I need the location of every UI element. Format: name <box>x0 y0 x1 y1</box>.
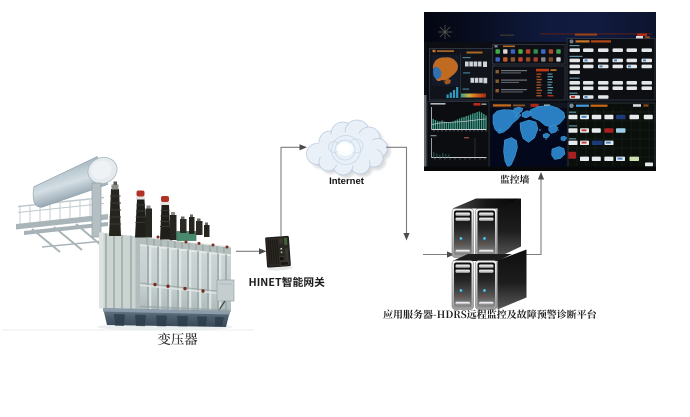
svg-text:Internet: Internet <box>329 176 365 187</box>
